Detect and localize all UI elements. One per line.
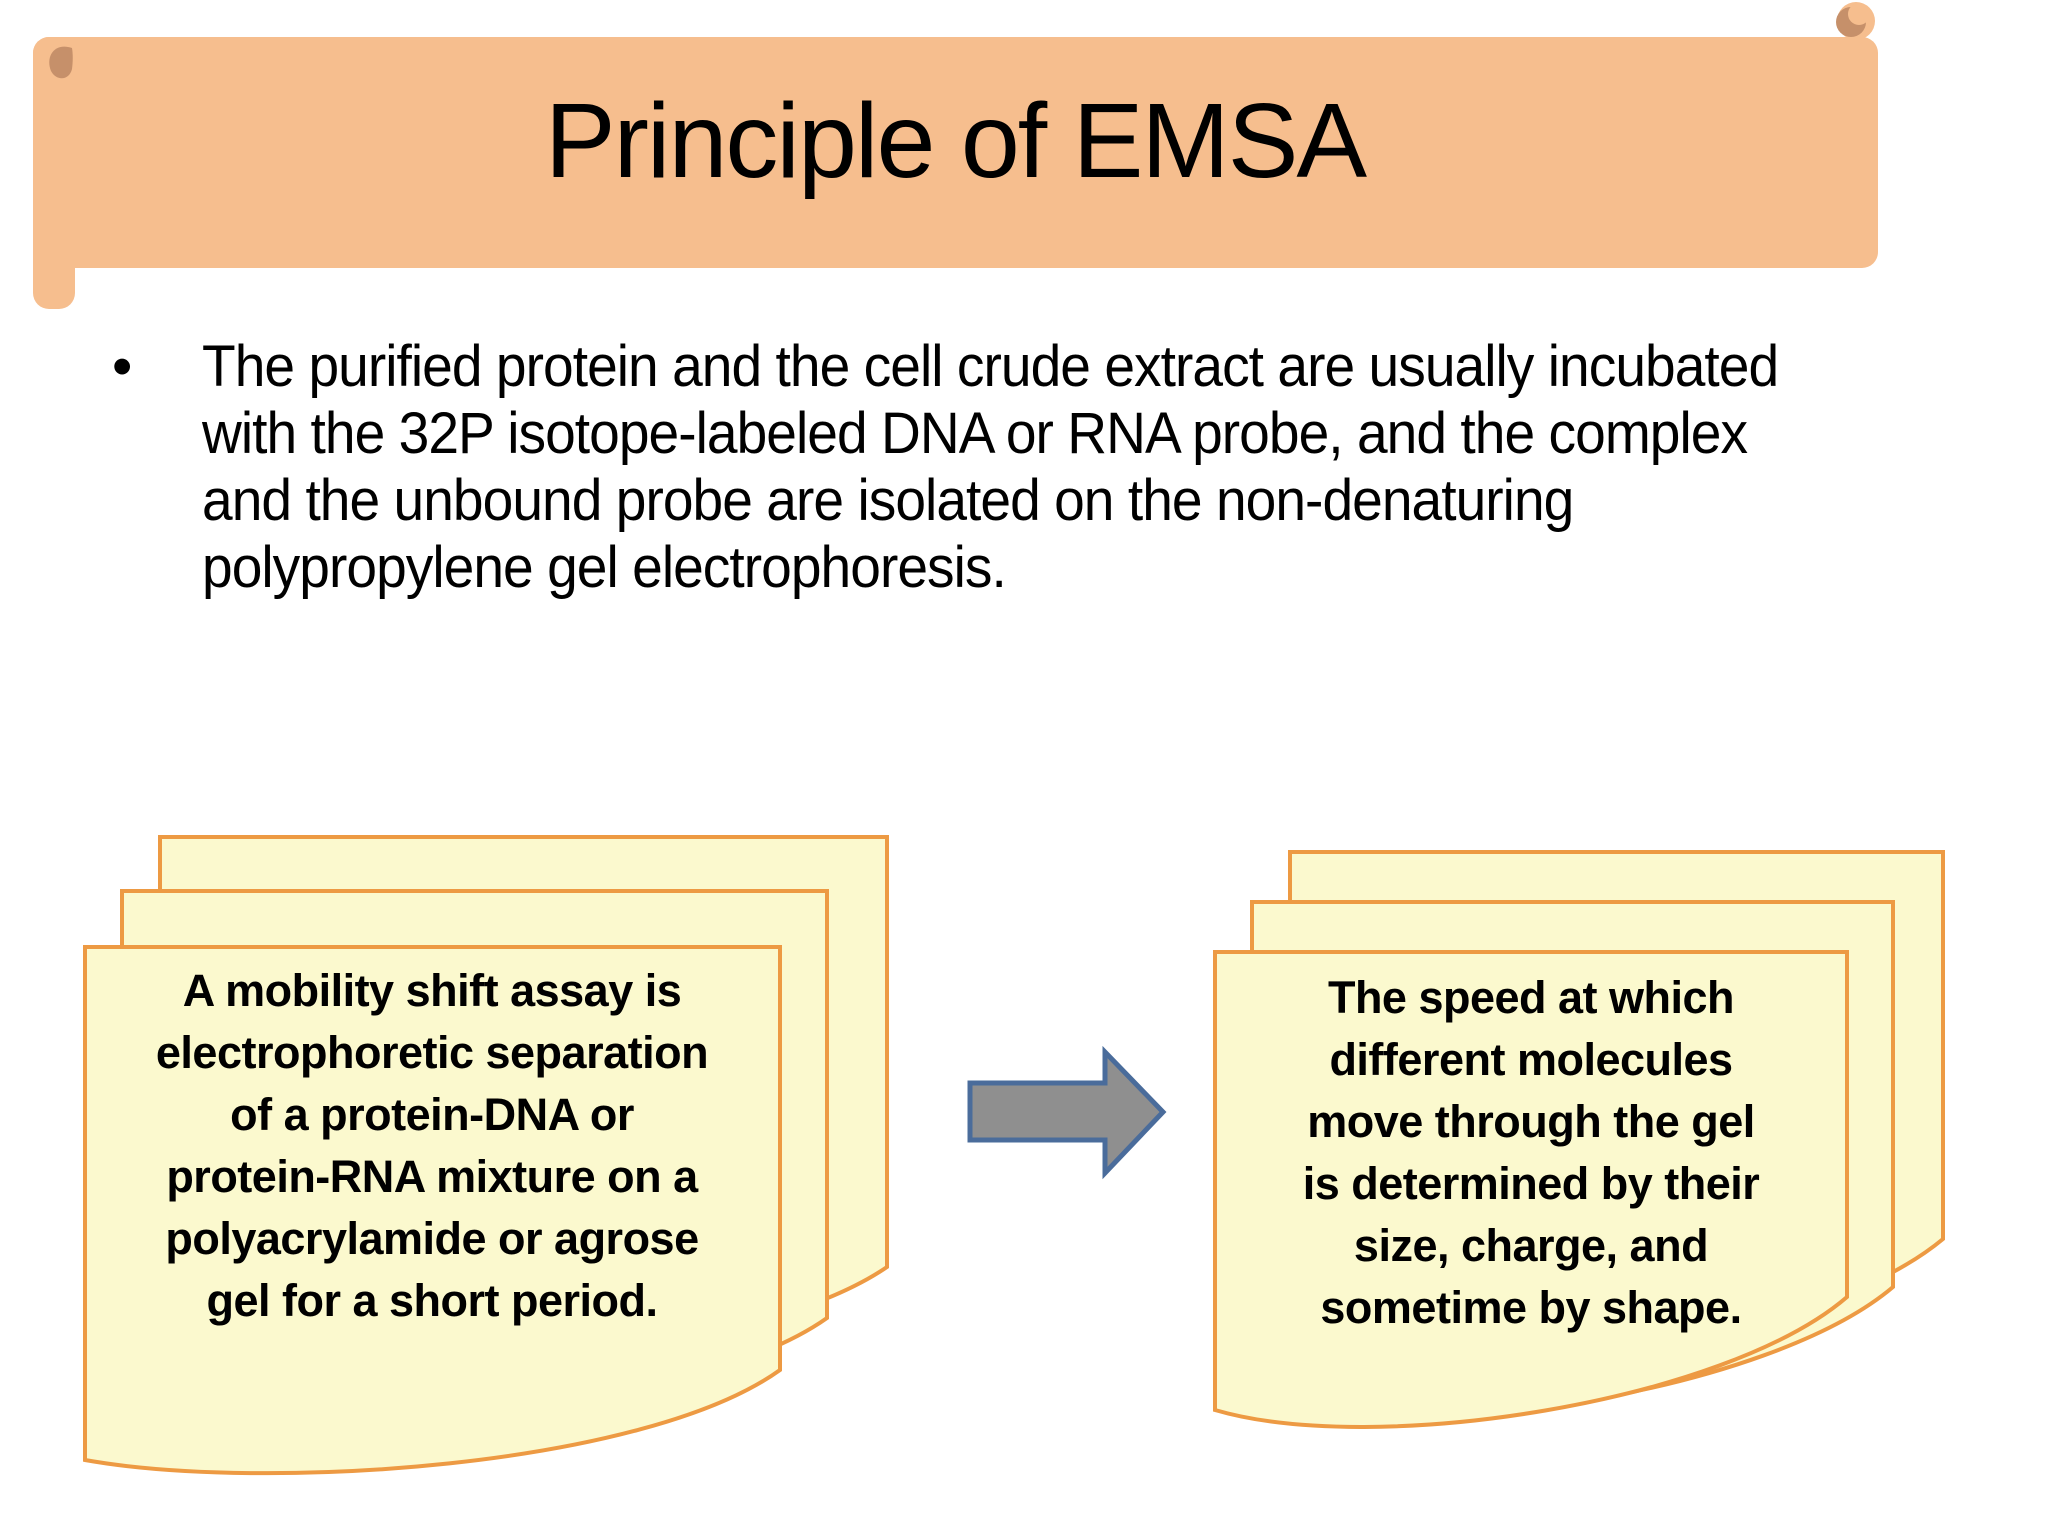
- arrow-right-icon: [967, 1045, 1167, 1180]
- paragraph-line: with the 32P isotope-labeled DNA or RNA …: [202, 401, 1748, 466]
- note-line: electrophoretic separation: [155, 1027, 709, 1078]
- document-stack-left: [83, 835, 889, 1476]
- note-card-front: [1213, 950, 1849, 1429]
- bullet-marker: •: [112, 334, 133, 399]
- paragraph-line: The purified protein and the cell crude …: [202, 334, 1779, 399]
- title-banner-shape: [33, 2, 1878, 309]
- note-line: protein-RNA mixture on a: [166, 1151, 698, 1202]
- right-note-text: The speed at which different molecules m…: [1231, 967, 1831, 1339]
- note-line: A mobility shift assay is: [182, 965, 682, 1016]
- bullet-paragraph: The purified protein and the cell crude …: [202, 333, 1779, 601]
- document-stack-right: [1213, 850, 1945, 1429]
- note-line: move through the gel: [1307, 1096, 1755, 1147]
- note-line: different molecules: [1329, 1034, 1733, 1085]
- left-note-text: A mobility shift assay is electrophoreti…: [82, 960, 782, 1332]
- paragraph-line: polypropylene gel electrophoresis.: [202, 535, 1007, 600]
- banner-right-curl-highlight-icon: [1848, 3, 1870, 25]
- note-line: is determined by their: [1302, 1158, 1760, 1209]
- note-line: sometime by shape.: [1320, 1282, 1742, 1333]
- note-line: of a protein-DNA or: [230, 1089, 634, 1140]
- note-line: size, charge, and: [1353, 1220, 1709, 1271]
- note-line: The speed at which: [1327, 972, 1735, 1023]
- note-line: gel for a short period.: [206, 1275, 658, 1326]
- banner-body: [33, 37, 1878, 268]
- note-line: polyacrylamide or agrose: [165, 1213, 699, 1264]
- note-card-front: [83, 945, 782, 1476]
- page-title: Principle of EMSA: [544, 82, 1367, 200]
- banner-left-curl-icon: [49, 46, 73, 79]
- paragraph-line: and the unbound probe are isolated on th…: [202, 468, 1574, 533]
